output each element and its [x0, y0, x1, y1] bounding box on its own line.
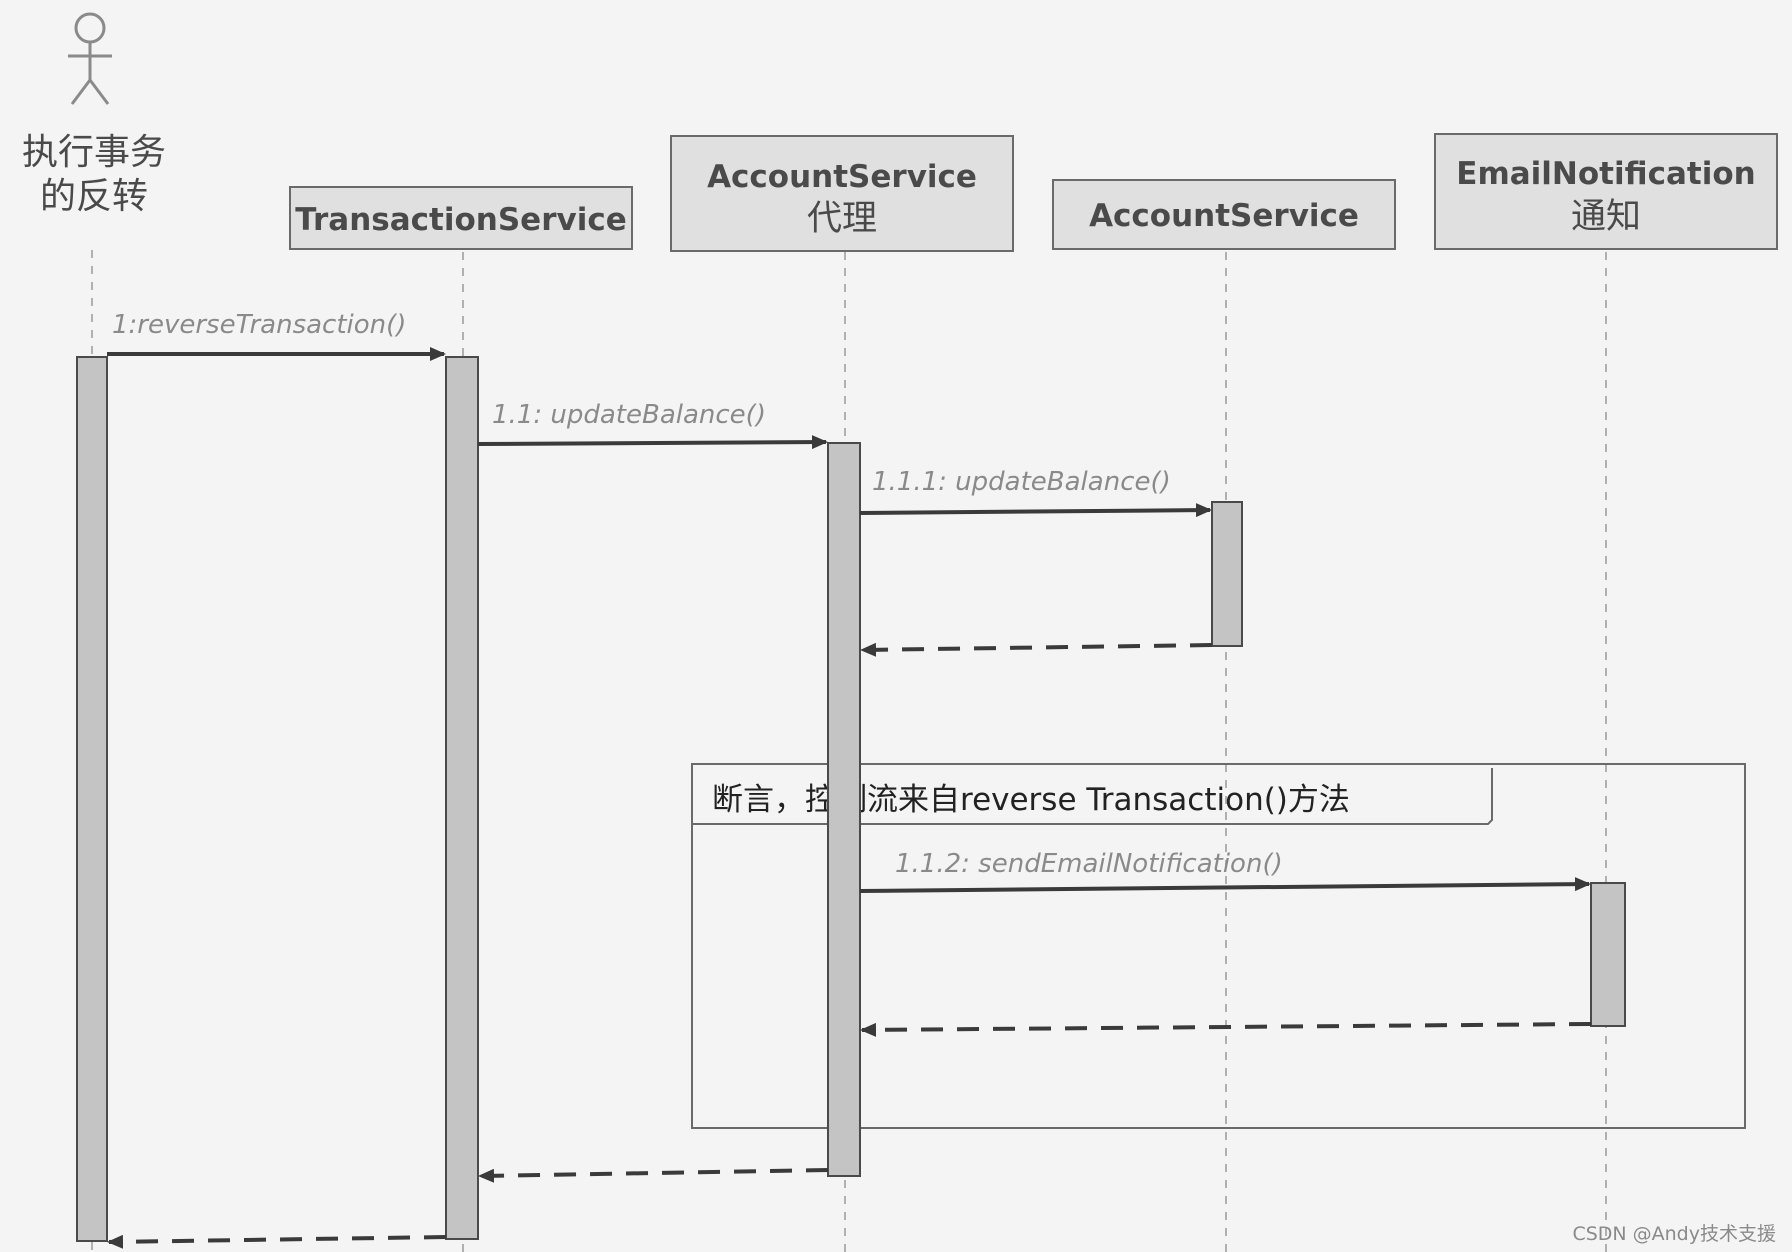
- message-1-1-2: 1.1.2: sendEmailNotification(): [859, 849, 1591, 893]
- participant-label: AccountService: [1089, 198, 1359, 234]
- watermark: CSDN @Andy技术支援: [1572, 1223, 1776, 1245]
- frame-label: 断言，控制流来自reverse Transaction()方法: [712, 782, 1350, 818]
- assertion-frame: 断言，控制流来自reverse Transaction()方法: [691, 763, 1746, 1129]
- actor-label-line1: 执行事务: [22, 132, 166, 173]
- activation-email-notification: [1590, 882, 1626, 1027]
- return-1-1-1: [860, 642, 1213, 657]
- return-1-1-2: [860, 1022, 1592, 1037]
- activation-bars: [76, 356, 1626, 1242]
- message-label: 1.1.2: sendEmailNotification(): [895, 849, 1283, 879]
- participant-account-service: AccountService: [1052, 179, 1396, 250]
- participant-label-cn: 通知: [1571, 197, 1641, 237]
- participant-account-service-proxy: AccountService 代理: [670, 135, 1014, 252]
- participant-label: TransactionService: [295, 202, 626, 238]
- activation-account-service-proxy: [827, 442, 861, 1177]
- message-1: 1:reverseTransaction(): [107, 310, 446, 361]
- message-label: 1.1.1: updateBalance(): [872, 467, 1171, 497]
- message-1-1: 1.1: updateBalance(): [477, 400, 828, 450]
- activation-transaction-service: [445, 356, 479, 1240]
- message-1-1-1: 1.1.1: updateBalance(): [859, 467, 1212, 518]
- activation-account-service: [1211, 501, 1243, 647]
- participant-label: AccountService: [707, 159, 977, 195]
- participant-label-cn: 代理: [807, 199, 877, 239]
- message-label: 1.1: updateBalance(): [492, 400, 766, 430]
- participant-label: EmailNotification: [1456, 156, 1755, 192]
- activation-actor: [76, 356, 108, 1242]
- return-messages: [107, 642, 1592, 1249]
- participant-transaction-service: TransactionService: [289, 186, 633, 250]
- actor-icon: [68, 12, 112, 105]
- participant-email-notification: EmailNotification 通知: [1434, 133, 1778, 250]
- return-1: [107, 1234, 447, 1249]
- return-1-1: [478, 1168, 829, 1183]
- message-label: 1:reverseTransaction(): [112, 310, 406, 340]
- actor-label-line2: 的反转: [40, 176, 148, 217]
